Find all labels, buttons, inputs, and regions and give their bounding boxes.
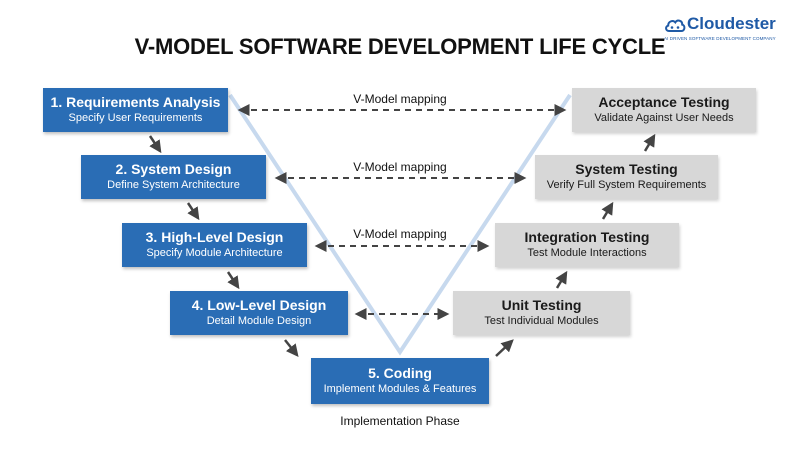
phase-system-design: 2. System Design Define System Architect…: [81, 155, 266, 199]
phase-title: 2. System Design: [115, 161, 232, 177]
mapping-label-1: V-Model mapping: [353, 92, 447, 106]
phase-title: Integration Testing: [524, 229, 650, 245]
logo-name: Cloudester: [687, 14, 776, 33]
mapping-label-2: V-Model mapping: [353, 160, 447, 174]
phase-subtitle: Specify Module Architecture: [146, 247, 283, 259]
phase-integration-testing: Integration Testing Test Module Interact…: [495, 223, 679, 267]
flow-arrow-integration-system: [601, 201, 614, 220]
phase-title: 3. High-Level Design: [145, 229, 284, 245]
phase-title: 5. Coding: [368, 365, 432, 381]
implementation-phase-label: Implementation Phase: [340, 414, 460, 428]
phase-subtitle: Define System Architecture: [107, 179, 240, 191]
flow-arrow-4-5: [284, 339, 299, 357]
phase-system-testing: System Testing Verify Full System Requir…: [535, 155, 718, 199]
phase-low-level-design: 4. Low-Level Design Detail Module Design: [170, 291, 348, 335]
logo-tagline: AI DRIVEN SOFTWARE DEVELOPMENT COMPANY: [664, 36, 776, 41]
phase-coding: 5. Coding Implement Modules & Features: [311, 358, 489, 404]
flow-arrow-5-unit: [495, 339, 514, 357]
cloud-icon: [665, 19, 686, 32]
phase-subtitle: Test Individual Modules: [484, 315, 599, 327]
phase-subtitle: Test Module Interactions: [527, 247, 647, 259]
phase-title: Unit Testing: [501, 297, 582, 313]
phase-subtitle: Verify Full System Requirements: [546, 179, 707, 191]
flow-arrow-3-4: [226, 271, 240, 290]
flow-arrow-unit-integration: [555, 270, 568, 289]
phase-title: Acceptance Testing: [598, 94, 730, 110]
phase-subtitle: Validate Against User Needs: [594, 112, 734, 124]
flow-arrow-1-2: [148, 135, 162, 154]
flow-arrow-2-3: [186, 202, 200, 221]
phase-title: System Testing: [575, 161, 678, 177]
mapping-label-3: V-Model mapping: [353, 227, 447, 241]
phase-subtitle: Detail Module Design: [206, 315, 312, 327]
phase-subtitle: Implement Modules & Features: [323, 383, 477, 395]
flow-arrow-system-acceptance: [643, 133, 656, 152]
phase-subtitle: Specify User Requirements: [68, 112, 203, 124]
phase-title: 4. Low-Level Design: [191, 297, 327, 313]
phase-acceptance-testing: Acceptance Testing Validate Against User…: [572, 88, 756, 132]
page-title: V-MODEL SOFTWARE DEVELOPMENT LIFE CYCLE: [134, 34, 666, 59]
phase-unit-testing: Unit Testing Test Individual Modules: [453, 291, 630, 335]
phase-requirements-analysis: 1. Requirements Analysis Specify User Re…: [43, 88, 228, 132]
phase-title: 1. Requirements Analysis: [50, 94, 221, 110]
company-logo: Cloudester AI DRIVEN SOFTWARE DEVELOPMEN…: [664, 14, 792, 44]
phase-high-level-design: 3. High-Level Design Specify Module Arch…: [122, 223, 307, 267]
